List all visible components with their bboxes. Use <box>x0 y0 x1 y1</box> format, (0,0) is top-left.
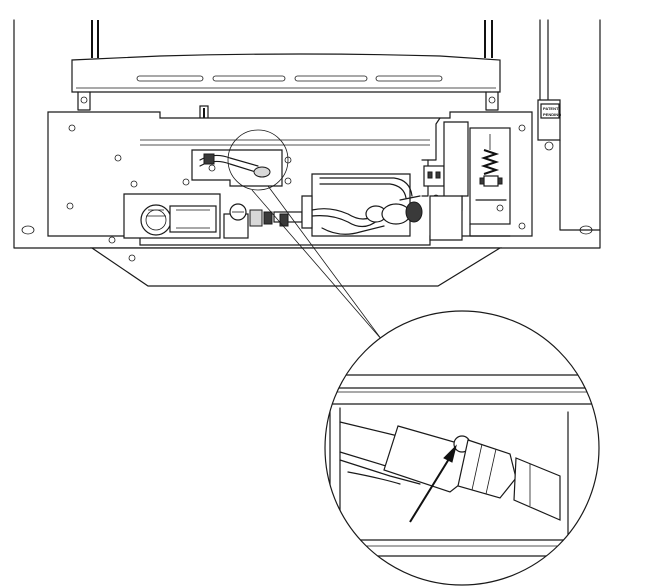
bottom-tray <box>21 225 593 287</box>
screw-icon <box>68 124 76 132</box>
screw-icon <box>128 254 136 262</box>
regulator-knob-icon <box>140 204 172 236</box>
detail-point <box>199 129 289 191</box>
valve-assembly <box>140 177 423 239</box>
side-panel: PATENT PENDING <box>537 99 601 231</box>
bracket-slot <box>294 75 368 82</box>
spring-icon <box>480 149 500 175</box>
screw-icon <box>488 96 496 104</box>
bracket-slot <box>136 75 204 82</box>
pointer-arrow <box>409 453 453 523</box>
screw-icon <box>130 180 138 188</box>
screw-icon <box>80 96 88 104</box>
screw-icon <box>108 236 116 244</box>
mount-hole <box>579 225 593 235</box>
top-bracket <box>71 53 501 121</box>
detail-circle <box>227 129 289 191</box>
panel-label: PATENT <box>543 106 559 111</box>
screw-icon <box>114 154 122 162</box>
screw-icon <box>518 222 526 230</box>
screw-icon <box>182 178 190 186</box>
mount-hole <box>21 225 35 235</box>
screw-icon <box>518 124 526 132</box>
magnify-leader <box>251 185 383 341</box>
bracket-slot <box>212 75 286 82</box>
screw-icon <box>284 177 292 185</box>
screw-icon <box>66 202 74 210</box>
bracket-slot <box>375 75 443 82</box>
screw-icon <box>544 141 554 151</box>
arrow-head-icon <box>443 444 457 463</box>
screw-icon <box>496 204 504 212</box>
gas-control <box>421 117 511 241</box>
panel-label-2: PENDING <box>543 112 561 117</box>
magnified-detail <box>324 310 600 586</box>
